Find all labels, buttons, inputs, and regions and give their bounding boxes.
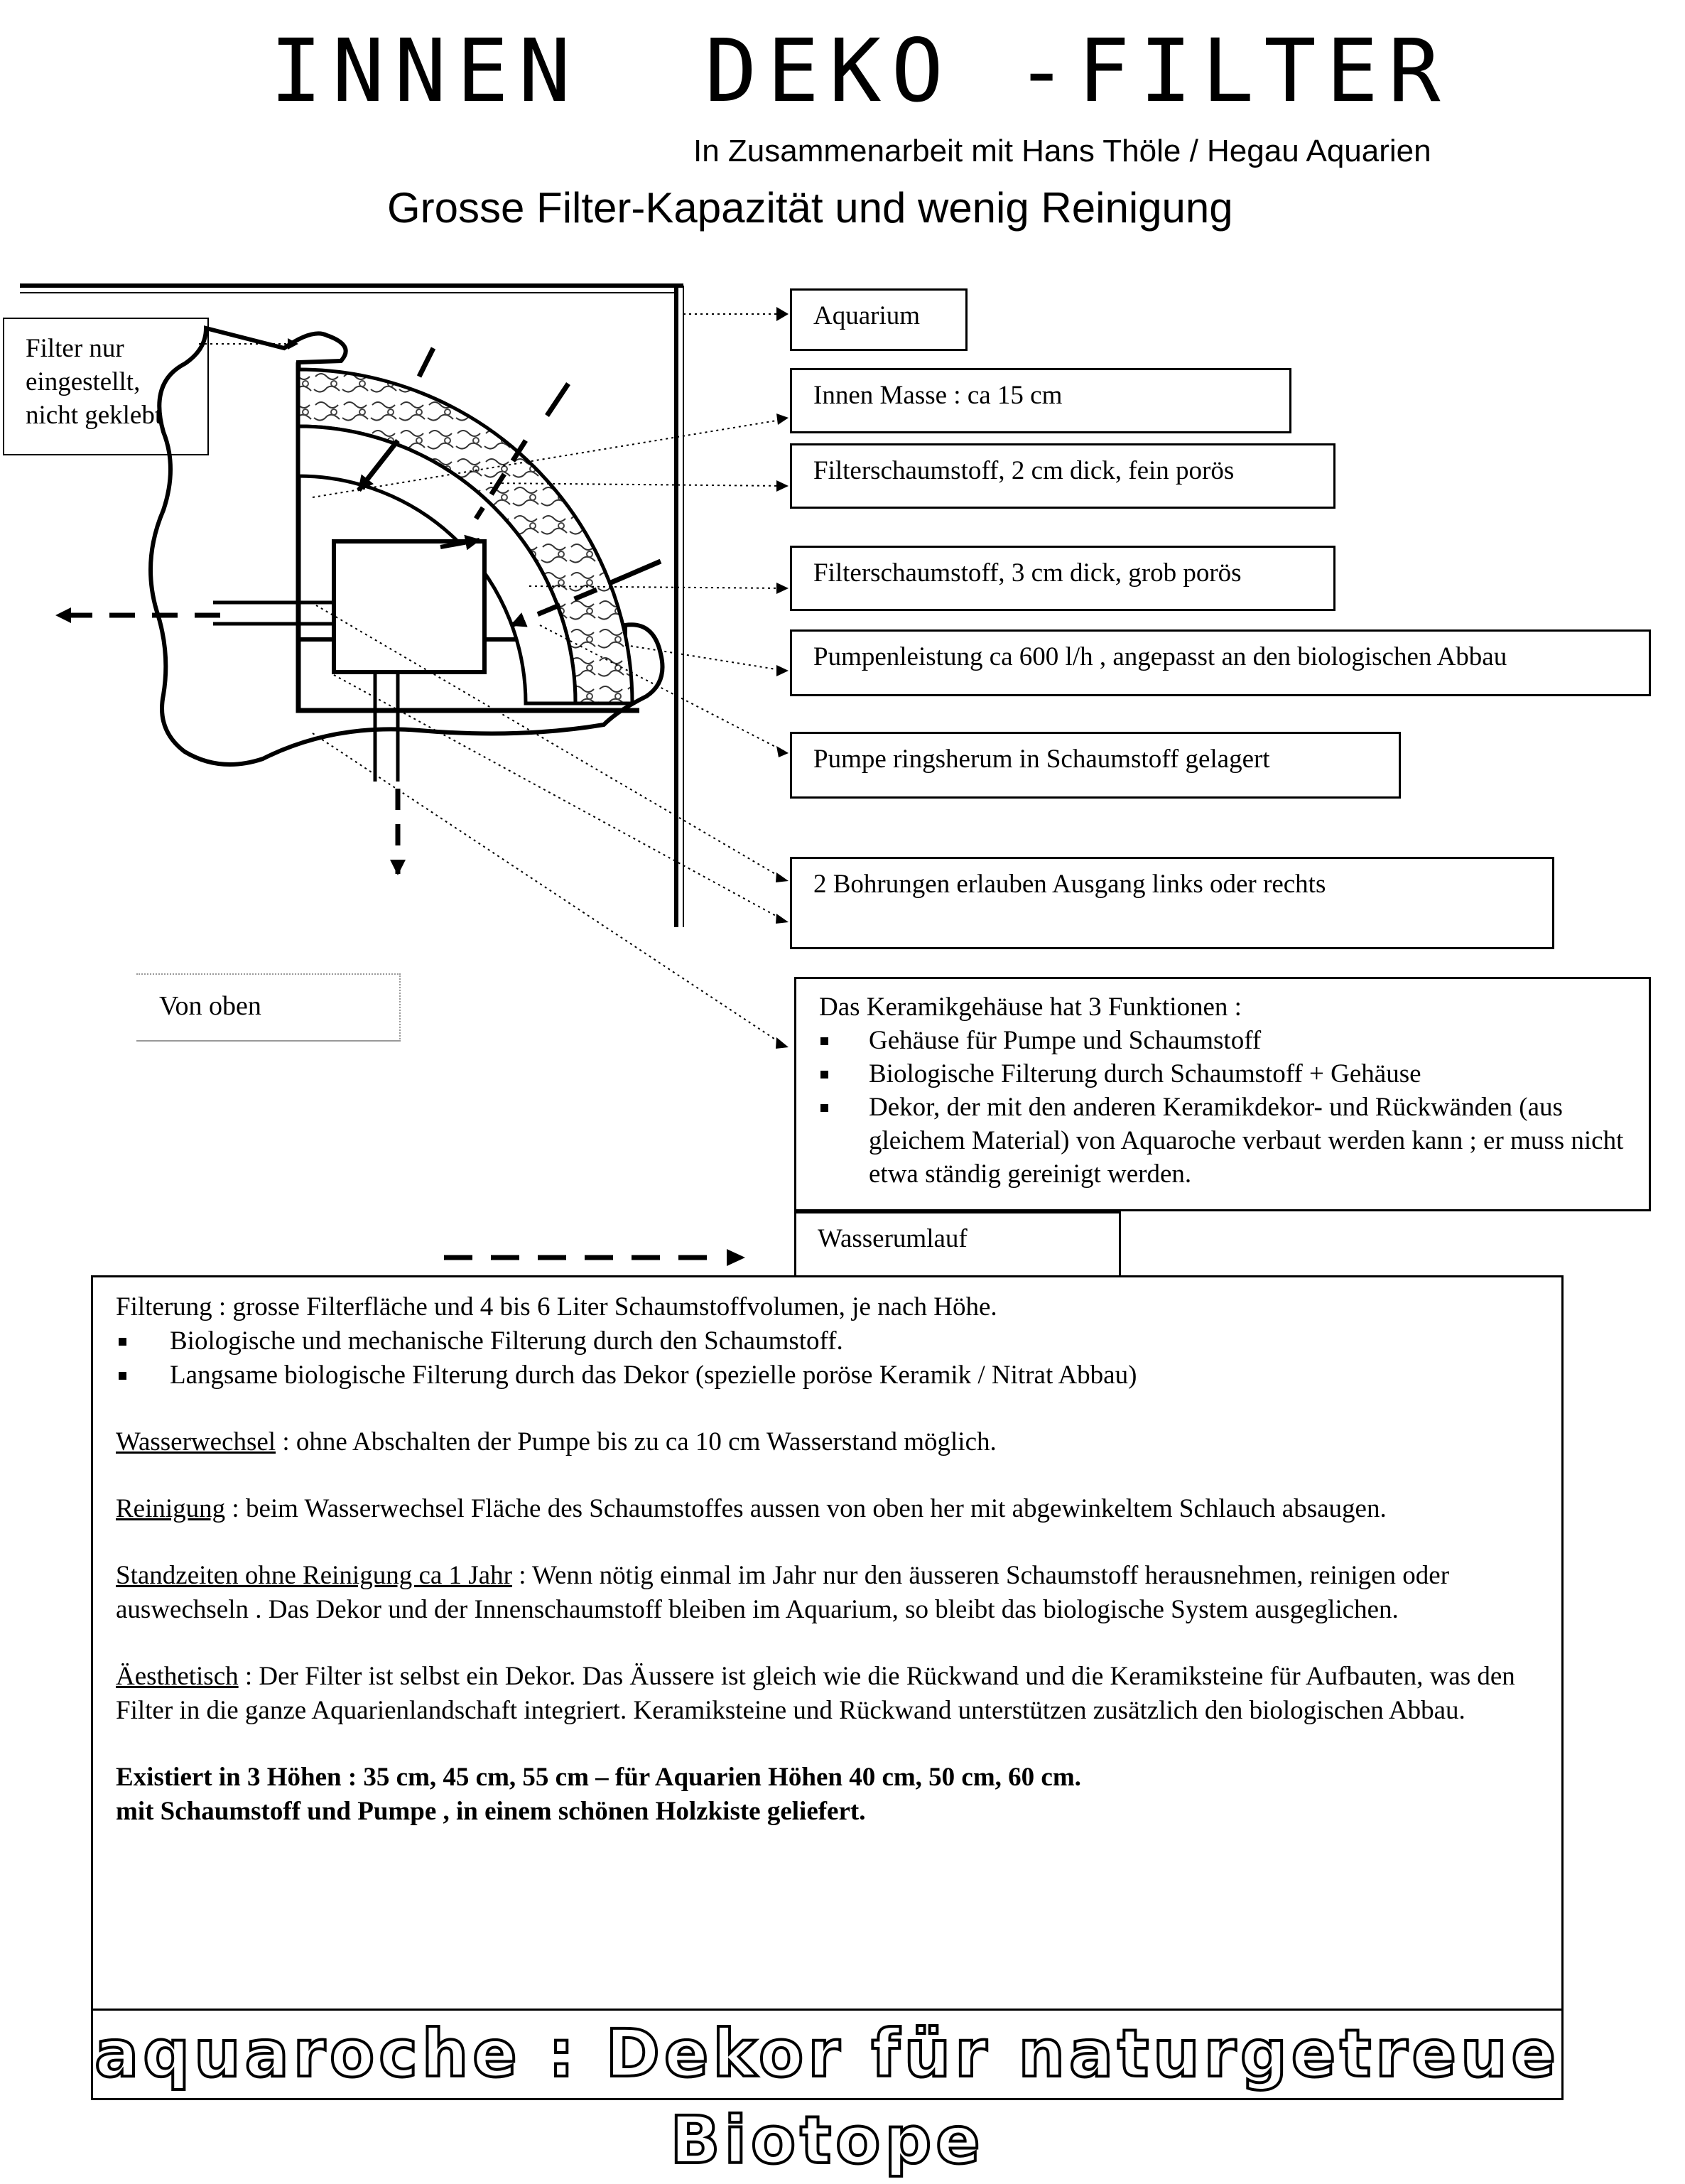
label-outlets: 2 Bohrungen erlauben Ausgang links oder …: [790, 857, 1554, 949]
service-life-label: Standzeiten ohne Reinigung ca 1 Jahr: [116, 1561, 512, 1590]
label-coarse-foam: Filterschaumstoff, 3 cm dick, grob porös: [790, 546, 1335, 611]
inner-frame: [296, 362, 639, 713]
label-inner-size: Innen Masse : ca 15 cm: [790, 368, 1291, 433]
water-change-text: : ohne Abschalten der Pumpe bis zu ca 10…: [282, 1427, 997, 1456]
ceramic-functions-box: Das Keramikgehäuse hat 3 Funktionen : Ge…: [794, 977, 1651, 1211]
service-life-paragraph: Standzeiten ohne Reinigung ca 1 Jahr : W…: [116, 1559, 1537, 1627]
list-item: Dekor, der mit den anderen Keramikdekor-…: [819, 1091, 1636, 1191]
service-life-text: : Wenn nötig einmal im Jahr nur den äuss…: [116, 1561, 1450, 1624]
aesthetics-text: : Der Filter ist selbst ein Dekor. Das Ä…: [116, 1662, 1515, 1725]
label-aquarium: Aquarium: [790, 288, 968, 351]
cleaning-label: Reinigung: [116, 1494, 226, 1523]
aesthetics-paragraph: Äesthetisch : Der Filter ist selbst ein …: [116, 1660, 1537, 1728]
cleaning-paragraph: Reinigung : beim Wasserwechsel Fläche de…: [116, 1492, 1537, 1526]
headline: Grosse Filter-Kapazität und wenig Reinig…: [387, 184, 1233, 232]
water-change-paragraph: Wasserwechsel : ohne Abschalten der Pump…: [116, 1425, 1561, 1459]
pump: [332, 539, 487, 674]
availability-note: Existiert in 3 Höhen : 35 cm, 45 cm, 55 …: [116, 1763, 1081, 1826]
inner-foam-fine: [296, 424, 578, 706]
water-flow-legend-arrow: [444, 1249, 745, 1266]
info-box: Filterung : grosse Filterfläche und 4 bi…: [91, 1275, 1564, 2011]
water-change-label: Wasserwechsel: [116, 1427, 276, 1456]
page-title: INNEN DEKO -FILTER: [270, 21, 1451, 121]
list-item: Gehäuse für Pumpe und Schaumstoff: [819, 1024, 1649, 1057]
ceramic-housing: [148, 325, 665, 767]
view-label: Von oben: [136, 973, 401, 1042]
cleaning-text: : beim Wasserwechsel Fläche des Schaumst…: [232, 1494, 1387, 1523]
filter-diagram: [20, 283, 789, 1049]
filtration-intro: Filterung : grosse Filterfläche und 4 bi…: [116, 1292, 997, 1321]
legend-water-flow: Wasserumlauf: [794, 1211, 1121, 1277]
side-note: Filter nur eingestellt, nicht geklebt: [3, 318, 209, 455]
footer-slogan: aquaroche : Dekor für naturgetreue Bioto…: [91, 2011, 1564, 2180]
aesthetics-label: Äesthetisch: [116, 1662, 239, 1691]
list-item: Biologische Filterung durch Schaumstoff …: [819, 1057, 1649, 1091]
label-pump-power: Pumpenleistung ca 600 l/h , angepasst an…: [790, 629, 1651, 696]
label-fine-foam: Filterschaumstoff, 2 cm dick, fein porös: [790, 443, 1335, 509]
functions-heading: Das Keramikgehäuse hat 3 Funktionen :: [819, 993, 1242, 1022]
label-pump-foam: Pumpe ringsherum in Schaumstoff gelagert: [790, 732, 1401, 799]
collaboration-note: In Zusammenarbeit mit Hans Thöle / Hegau…: [693, 134, 1431, 168]
list-item: Biologische und mechanische Filterung du…: [116, 1324, 1561, 1358]
list-item: Langsame biologische Filterung durch das…: [116, 1358, 1561, 1393]
